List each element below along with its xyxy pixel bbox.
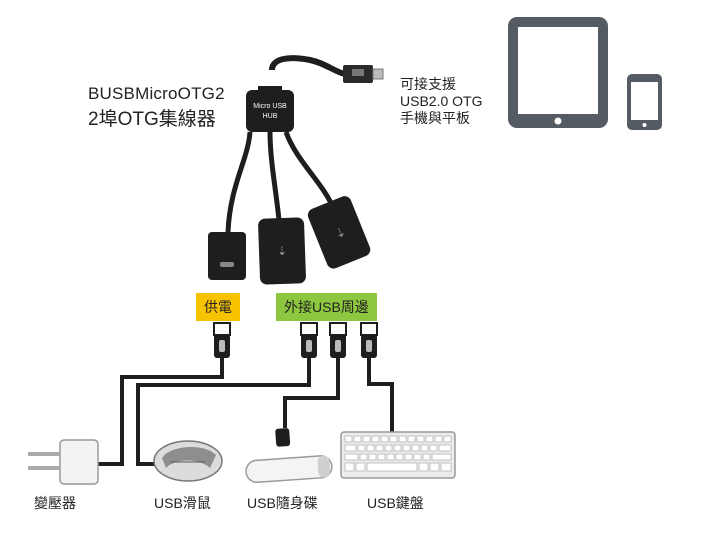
peripheral-label: 外接USB周邊: [276, 293, 377, 321]
cable-flash: [283, 358, 340, 428]
device-label-mouse: USB滑鼠: [154, 495, 211, 511]
device-label-flash-drive: USB隨身碟: [247, 495, 318, 511]
hub-body: Micro USB HUB: [246, 86, 294, 132]
support-line2: USB2.0 OTG: [400, 93, 483, 109]
device-label-keyboard: USB鍵盤: [367, 495, 424, 511]
power-label: 供電: [196, 293, 240, 321]
micro-usb-power-port: [208, 232, 246, 280]
branch-cable-power: [225, 131, 253, 233]
keyboard-icon: [340, 431, 456, 479]
support-line3: 手機與平板: [400, 110, 470, 126]
tablet-icon: [508, 17, 608, 128]
usb-port-middle: ⇣: [258, 217, 306, 285]
cable-mouse: [136, 358, 311, 466]
svg-text:⇣: ⇣: [277, 244, 288, 258]
hub-uplink-cable: [269, 55, 346, 77]
usb-plug-keyboard: [360, 322, 378, 358]
flash-drive-icon: [245, 428, 333, 484]
usb-plug-mouse: [300, 322, 318, 358]
usb-plug-power: [213, 322, 231, 358]
hub-label-line2: HUB: [263, 113, 278, 120]
cable-keyboard: [367, 358, 394, 432]
svg-text:⇣: ⇣: [333, 225, 348, 242]
support-line1: 可接支援: [400, 76, 456, 92]
micro-usb-plug: [343, 65, 384, 83]
hub-label-line1: Micro USB: [253, 103, 287, 110]
phone-icon: [627, 74, 662, 130]
branch-cable-right: [283, 131, 335, 207]
usb-port-right: ⇣: [307, 196, 371, 269]
product-model: BUSBMicroOTG2: [88, 84, 225, 103]
cable-adapter: [98, 358, 224, 466]
device-label-adapter: 變壓器: [34, 495, 76, 511]
power-adapter-icon: [28, 439, 99, 485]
product-title: 2埠OTG集線器: [88, 109, 216, 130]
branch-cable-middle: [267, 131, 282, 221]
mouse-icon: [153, 440, 223, 482]
usb-plug-flash: [329, 322, 347, 358]
